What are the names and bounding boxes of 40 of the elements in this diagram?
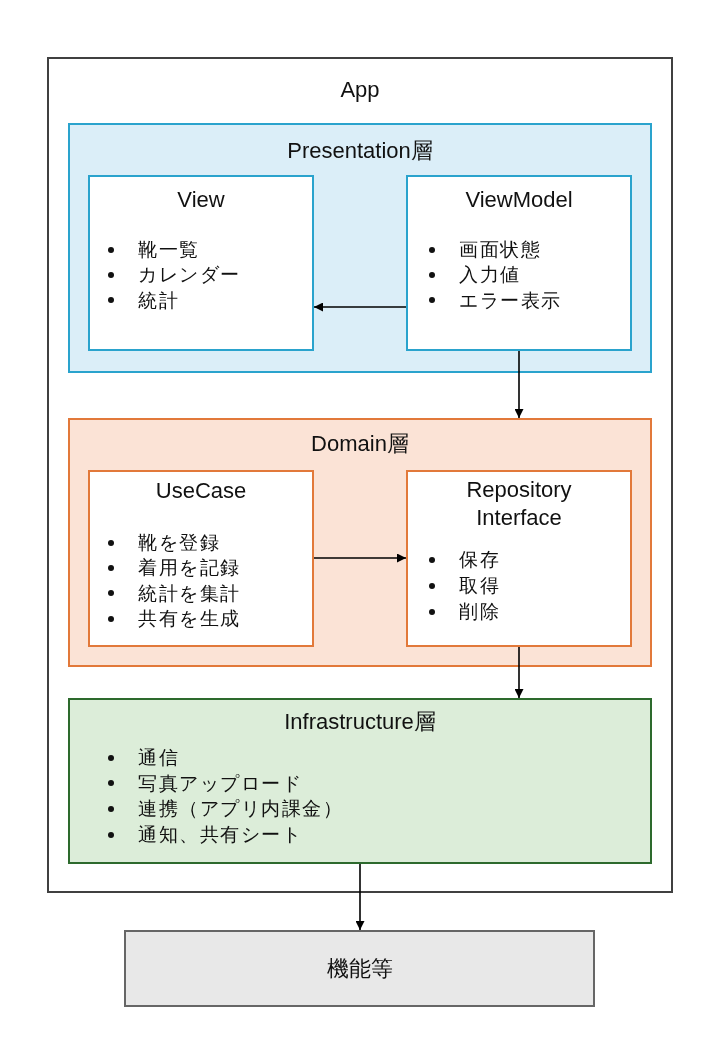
layer-panel	[68, 698, 652, 864]
layer-title: Domain層	[311, 430, 409, 458]
list-item: エラー表示	[459, 288, 562, 313]
list-item: 写真アップロード	[138, 771, 302, 796]
component-box	[406, 470, 632, 647]
list-item: 靴を登録	[138, 531, 220, 555]
arrow	[514, 646, 524, 699]
external-services-box	[124, 930, 595, 1007]
list-item: 統計	[138, 288, 179, 313]
app-container	[47, 57, 673, 893]
list-item: 着用を記録	[138, 556, 241, 581]
list-item: 入力値	[459, 263, 521, 288]
component-box	[88, 175, 314, 351]
layer-title: Presentation層	[287, 137, 433, 165]
arrow	[355, 863, 365, 931]
component-title: Repository Interface	[466, 476, 572, 532]
arrow	[313, 302, 407, 312]
list-item: 画面状態	[459, 238, 541, 262]
list-item: カレンダー	[138, 263, 241, 288]
arrow	[514, 350, 524, 419]
component-title: UseCase	[155, 477, 247, 505]
component-box	[406, 175, 632, 351]
container-title: App	[340, 76, 380, 104]
list-item: 削除	[459, 600, 500, 624]
box-label: 機能等	[326, 955, 393, 983]
layer-title: Infrastructure層	[284, 708, 436, 736]
arrow	[313, 553, 407, 563]
component-title: View	[177, 186, 225, 214]
component-box	[88, 470, 314, 647]
layer-panel	[68, 123, 652, 373]
list-item: 統計を集計	[138, 581, 241, 606]
component-title: ViewModel	[465, 186, 573, 214]
list-item: 通信	[138, 746, 179, 770]
list-item: 共有を生成	[138, 606, 241, 631]
list-item: 取得	[459, 574, 500, 598]
list-item: 通知、共有シート	[138, 822, 302, 847]
list-item: 連携（アプリ内課金）	[138, 797, 343, 822]
layer-panel	[68, 418, 652, 667]
list-item: 靴一覧	[138, 238, 200, 262]
list-item: 保存	[459, 548, 500, 572]
